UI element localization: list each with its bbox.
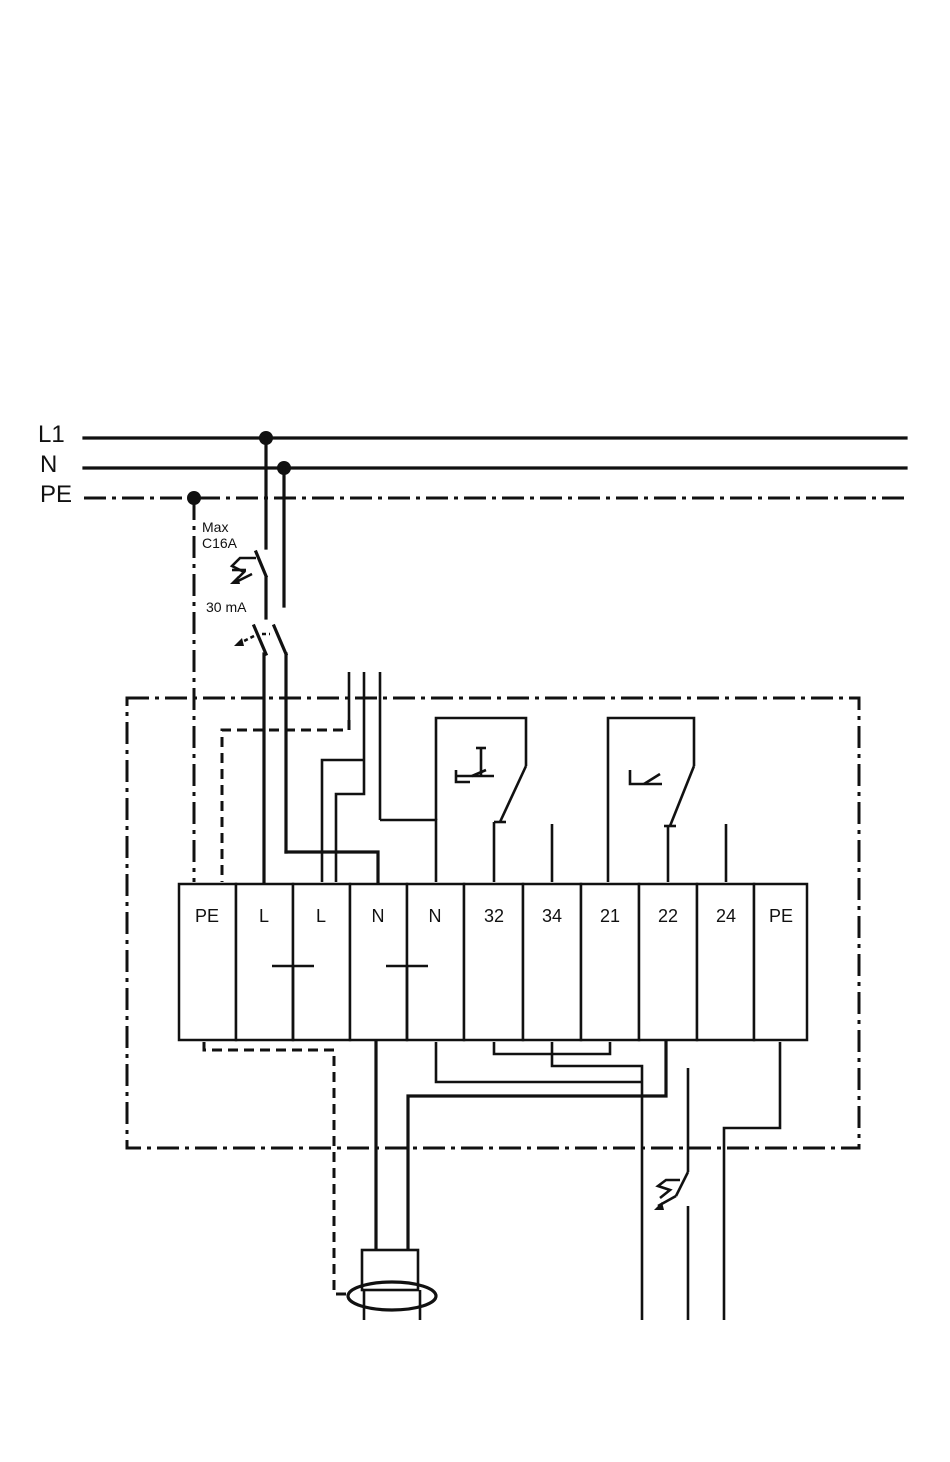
load-contact xyxy=(654,1172,688,1320)
terminal-label: L xyxy=(259,906,269,926)
terminal-label: N xyxy=(372,906,385,926)
breaker-symbol xyxy=(230,558,256,584)
pe-out-path xyxy=(204,1042,350,1294)
terminal-label: 34 xyxy=(542,906,562,926)
n-label: N xyxy=(40,451,57,478)
terminal-label: L xyxy=(316,906,326,926)
terminal-label: 32 xyxy=(484,906,504,926)
rcd-contact-n xyxy=(274,626,286,654)
rcd-symbol xyxy=(234,634,270,646)
pe-out-2 xyxy=(724,1042,780,1320)
terminal-label: PE xyxy=(195,906,219,926)
relay-contact-1 xyxy=(436,718,552,882)
terminal-label: 22 xyxy=(658,906,678,926)
breaker-contact xyxy=(256,552,266,576)
terminal-label: PE xyxy=(769,906,793,926)
pe-label: PE xyxy=(40,481,72,508)
relay-jumper-2 xyxy=(552,1042,642,1320)
terminal-label: N xyxy=(429,906,442,926)
terminal-block: PE L L N N 32 34 21 22 24 PE xyxy=(179,884,807,1040)
l1-label: L1 xyxy=(38,421,65,448)
terminal-label: 21 xyxy=(600,906,620,926)
rcd-contact-l xyxy=(254,626,266,654)
n-out xyxy=(408,1042,666,1248)
terminal-label: 24 xyxy=(716,906,736,926)
breaker-rating-line2: C16A xyxy=(202,535,238,551)
relay-contact-2 xyxy=(608,718,726,882)
rcd-sensitivity: 30 mA xyxy=(206,599,247,615)
cable-n-path xyxy=(380,820,436,882)
cable-l2-path xyxy=(336,760,364,882)
current-sensor xyxy=(348,1250,436,1320)
n-feed-to-terminal xyxy=(286,852,378,882)
cable-l-path xyxy=(322,760,364,882)
breaker-rating-line1: Max xyxy=(202,519,228,535)
